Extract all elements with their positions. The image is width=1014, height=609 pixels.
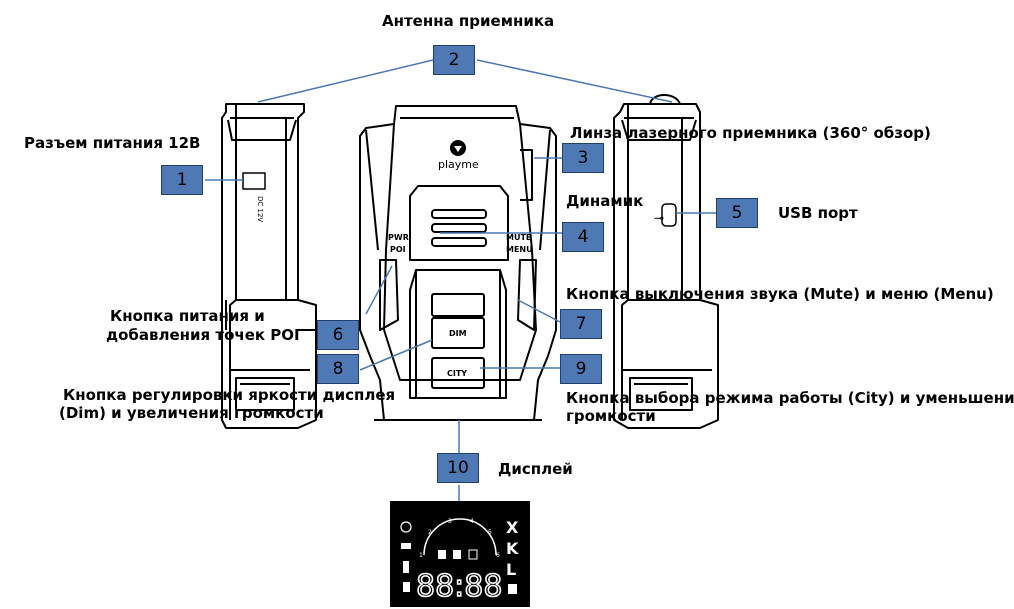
callout-5: 5	[716, 198, 758, 228]
callout-10: 10	[437, 453, 479, 483]
left-side-view	[205, 103, 317, 429]
menu-label: MENU	[506, 245, 533, 254]
dim-label: DIM	[449, 329, 467, 338]
camera-icon	[401, 543, 411, 549]
city-icon	[438, 550, 446, 559]
city-label: CITY	[447, 369, 467, 378]
scale-mark: 3	[448, 518, 452, 525]
poi-label: POI	[390, 245, 406, 254]
scale-mark: 4	[470, 518, 474, 525]
usb-icon: ⊸	[654, 211, 664, 225]
scale-mark: 2	[428, 529, 432, 536]
label-antenna: Антенна приемника	[382, 12, 555, 30]
traffic-light-icon	[403, 561, 409, 573]
label-speaker: Динамик	[566, 192, 644, 210]
callout-4: 4	[562, 222, 604, 252]
label-city-line1: Кнопка выбора режима работы (City) и уме…	[566, 389, 1014, 407]
band-l: L	[506, 560, 516, 579]
label-dim-line1: Кнопка регулировки яркости дисплея	[63, 386, 396, 404]
callout-9: 9	[560, 354, 602, 384]
scale-mark: 6	[496, 552, 500, 559]
callout-2: 2	[433, 45, 475, 75]
compass-icon	[400, 521, 412, 533]
callout-1: 1	[161, 165, 203, 195]
label-laser-lens: Линза лазерного приемника (360° обзор)	[570, 124, 931, 142]
label-mute-menu: Кнопка выключения звука (Mute) и меню (M…	[566, 285, 994, 303]
callout-6: 6	[317, 320, 359, 350]
label-power-poi-line1: Кнопка питания и	[110, 307, 265, 325]
brand-name: playme	[438, 158, 479, 171]
label-usb: USB порт	[778, 204, 858, 222]
callout-7: 7	[560, 309, 602, 339]
leader-lines	[257, 59, 716, 501]
label-dim-line2: (Dim) и увеличения громкости	[59, 404, 324, 422]
mute-label: MUTE	[506, 233, 531, 242]
scale-mark: 1	[419, 552, 423, 559]
band-x: X	[506, 518, 519, 537]
label-power-jack: Разъем питания 12В	[24, 134, 201, 152]
display-content: 1 2 3 4 5 6 88:88 X K L	[400, 518, 519, 605]
label-city-line2: громкости	[566, 407, 656, 425]
callout-8: 8	[317, 354, 359, 384]
band-k: K	[506, 539, 519, 558]
label-power-poi-line2: добавления точек POI	[106, 326, 300, 344]
right-side-view	[613, 94, 719, 429]
label-display: Дисплей	[498, 460, 573, 478]
calendar-icon	[468, 549, 478, 560]
callout-3: 3	[562, 143, 604, 173]
pwr-label: PWR	[388, 233, 409, 242]
person-icon	[403, 582, 410, 592]
building-icon	[453, 550, 461, 559]
display-digits: 88:88	[416, 569, 502, 604]
side-jack-label: DC 12V	[256, 196, 264, 222]
mute-indicator-icon	[508, 584, 517, 594]
front-view	[359, 105, 557, 421]
brand-logo-icon	[450, 140, 466, 156]
scale-mark: 5	[488, 529, 492, 536]
